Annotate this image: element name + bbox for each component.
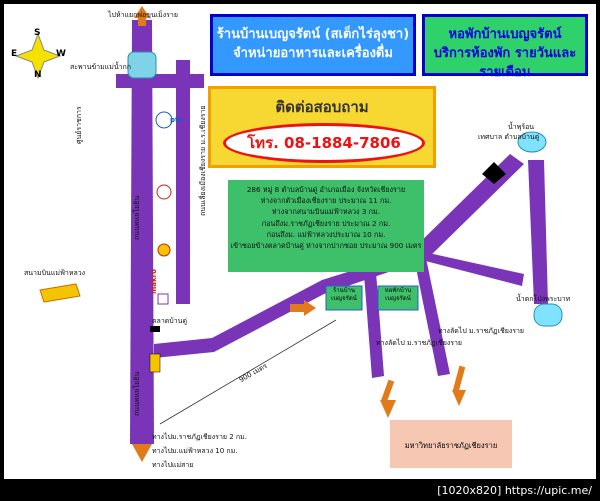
dorm-line1: หอพักบ้านเบญจรัตน์ — [448, 27, 562, 42]
diagonal-road — [154, 250, 418, 358]
info-line: 286 หมู่ 8 ตำบลบ้านดู่ อำเภอเมือง จังหวั… — [246, 185, 406, 194]
label-hospital: ศูนย์ราชการ — [75, 106, 83, 144]
waterfall-shape — [533, 303, 563, 327]
small-dorm-rect — [377, 285, 419, 311]
main-road — [130, 20, 154, 444]
label-bottom-2: ทางไปม.แม่ฟ้าหลวง 10 กม. — [152, 447, 238, 455]
compass-w: W — [56, 49, 66, 59]
label-bridge: สะพานข้ามแม่น้ำกก — [70, 63, 132, 71]
label-temple: เทศบาล ตำบลบ้านดู่ — [478, 133, 540, 141]
small-shop-rect — [325, 285, 363, 311]
road-ne — [410, 154, 524, 262]
compass-e: E — [11, 49, 18, 59]
info-line: เข้าซอยข้างตลาดบ้านดู่ ห่างจากปากซอย ประ… — [230, 241, 422, 251]
label-shop-small: ร้านบ้าน เบญจรัตน์ — [331, 287, 357, 302]
road-waterfall — [528, 160, 548, 304]
university-box: มหาวิทยาลัยราชภัฏเชียงราย — [390, 420, 512, 468]
label-ptt: ptt — [170, 116, 182, 124]
label-to-univ-2: ทางลัดไป ม.ราชภัฏเชียงราย — [438, 327, 525, 335]
phone-number[interactable]: โทร. 08-1884-7806 — [223, 123, 425, 163]
top-arrow — [134, 6, 150, 18]
info-line: ห่างจากสนามบินแม่ฟ้าหลวง 3 กม. — [271, 207, 381, 217]
road-e — [414, 252, 524, 286]
label-bottom-3: ทางไปแม่สาย — [152, 461, 194, 469]
label-waterfall: น้ำตกโป่งพระบาท — [516, 295, 571, 303]
dorm-line2: บริการห้องพัก รายวันและรายเดือน — [433, 46, 577, 80]
info-line: ก่อนถึงม. แม่ฟ้าหลวงประมาณ 10 กม. — [266, 229, 386, 239]
address-info: 286 หมู่ 8 ตำบลบ้านดู่ อำเภอเมือง จังหวั… — [228, 180, 424, 272]
footer-watermark[interactable]: [1020x820] https://upic.me/ — [0, 481, 600, 501]
map-roads — [39, 6, 563, 462]
label-market: ตลาดบ้านดู่ — [152, 317, 188, 325]
label-main-road-2: ถนนพหลโยธิน — [133, 371, 141, 416]
label-airport: สนามบินแม่ฟ้าหลวง — [24, 269, 86, 277]
contact-box: ติดต่อสอบถาม โทร. 08-1884-7806 — [208, 86, 436, 168]
compass: S E W N — [10, 28, 66, 82]
compass-s: N — [34, 70, 42, 80]
label-main-road: ถนนพหลโยธิน — [133, 195, 141, 240]
shop-line2: จำหน่ายอาหารและเครื่องดื่ม — [233, 46, 393, 61]
label-dorm-small: หอพักบ้าน เบญจรัตน์ — [384, 287, 412, 302]
shop-banner: ร้านบ้านเบญจรัตน์ (สเต็กไร่ลุงชา) จำหน่า… — [210, 14, 416, 76]
soi-road — [364, 272, 384, 378]
label-hot-spring: น้ำพุร้อน — [508, 123, 535, 131]
info-line: ก่อนถึงม.ราชภัฏเชียงราย ประมาณ 2 กม. — [261, 218, 391, 228]
contact-title: ติดต่อสอบถาม — [275, 98, 369, 116]
hot-spring-shape — [517, 131, 547, 153]
label-bottom-1: ทางไปม.ราชภัฏเชียงราย 2 กม. — [152, 433, 247, 441]
compass-n: S — [34, 28, 41, 38]
map-frame: S E W N ร้านบ้านเบญจรัตน์ (สเต็กไร่ลุงชา… — [4, 4, 596, 479]
side-road — [176, 60, 190, 304]
label-side-road: ถนนเลี่ยงเมืองเชียงราย ม.ร.เชียงราย — [199, 105, 207, 216]
soi-road-2 — [414, 258, 450, 376]
info-line: ห่างจากตัวเมืองเชียงราย ประมาณ 11 กม. — [260, 196, 392, 206]
temple-shape — [482, 162, 506, 184]
bridge-shape — [127, 51, 157, 79]
shop-line1: ร้านบ้านเบญจรัตน์ (สเต็กไร่ลุงชา) — [216, 27, 410, 42]
dorm-banner: หอพักบ้านเบญจรัตน์ บริการห้องพัก รายวันแ… — [422, 14, 588, 80]
airport-shape — [39, 283, 81, 303]
bottom-arrow — [132, 444, 152, 462]
label-top-road: ไปห้าแยกพ่อขุนเม็งราย — [108, 11, 178, 19]
label-to-univ-1: ทางลัดไป ม.ราชภัฏเชียงราย — [376, 339, 463, 347]
label-makro: makro — [150, 269, 158, 294]
